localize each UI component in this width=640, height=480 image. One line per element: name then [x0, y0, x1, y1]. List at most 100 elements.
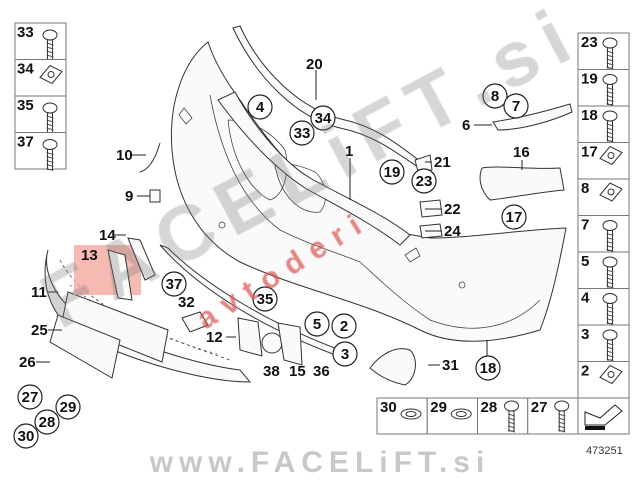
callout-label: 5 [313, 316, 321, 333]
callout-17: 17 [501, 204, 527, 230]
legend-label: 35 [17, 97, 34, 114]
callout-35: 35 [252, 286, 278, 312]
callout-14: 14 [99, 227, 116, 244]
callout-label: 35 [257, 291, 274, 308]
legend-label: 3 [581, 326, 589, 343]
callout-23: 23 [411, 168, 437, 194]
callout-label: 18 [480, 360, 497, 377]
callout-label: 34 [315, 110, 332, 127]
callout-16: 16 [513, 144, 530, 161]
callout-label: 4 [256, 99, 265, 116]
legend-item-18: 18 [577, 105, 630, 143]
legend-item-27: 27 [527, 397, 579, 435]
callout-25: 25 [31, 322, 48, 339]
callout-11: 11 [31, 284, 47, 301]
callout-label: 3 [341, 346, 349, 363]
callout-label: 2 [340, 318, 348, 335]
legend-label: 17 [581, 144, 598, 161]
callout-19: 19 [379, 159, 405, 185]
legend-item-28: 28 [477, 397, 529, 435]
cap-part-9 [149, 189, 161, 203]
callout-30: 30 [13, 423, 39, 449]
callout-18: 18 [475, 355, 501, 381]
legend-item-17: 17 [577, 142, 630, 180]
callout-label: 23 [416, 173, 433, 190]
legend-item-35: 35 [14, 95, 67, 135]
bottom-legend-panel: 30 29 28 27 [376, 397, 579, 435]
fog-lamp-part-31 [369, 348, 416, 386]
callout-4: 4 [247, 94, 273, 120]
callout-label: 30 [18, 428, 35, 445]
callout-7: 7 [503, 93, 529, 119]
legend-label: 33 [17, 24, 34, 41]
callout-label: 37 [166, 276, 183, 293]
legend-label: 4 [581, 290, 590, 307]
legend-item-3: 3 [577, 324, 630, 362]
legend-label: 23 [581, 34, 598, 51]
callout-32: 32 [178, 294, 195, 311]
callout-27: 27 [17, 384, 43, 410]
left-legend-panel: 33 34 35 37 [14, 22, 67, 171]
callout-label: 33 [294, 125, 311, 142]
legend-item-30: 30 [376, 397, 428, 435]
diagram-number: 473251 [586, 445, 623, 457]
callout-3: 3 [332, 341, 358, 367]
legend-label: 2 [581, 363, 589, 380]
legend-item-2: 2 [577, 361, 630, 399]
legend-label: 27 [531, 399, 548, 416]
legend-item-34: 34 [14, 59, 67, 97]
ring-part-38 [261, 332, 283, 354]
callout-6: 6 [462, 117, 470, 134]
callout-36: 36 [313, 363, 330, 380]
callout-10: 10 [116, 147, 133, 164]
callout-13: 13 [81, 247, 98, 264]
callout-2: 2 [331, 313, 357, 339]
wire-part-10 [139, 142, 161, 173]
callout-9: 9 [125, 188, 133, 205]
callout-26: 26 [19, 354, 36, 371]
legend-label: 28 [481, 399, 498, 416]
callout-label: 8 [491, 88, 499, 105]
callout-33: 33 [289, 120, 315, 146]
legend-item-5: 5 [577, 251, 630, 289]
legend-item-29: 29 [426, 397, 478, 435]
air-duct-part-16 [479, 166, 565, 201]
legend-label: 7 [581, 217, 589, 234]
legend-label: 18 [581, 107, 598, 124]
legend-label: 34 [17, 61, 34, 78]
legend-item-19: 19 [577, 69, 630, 107]
callout-31: 31 [442, 357, 459, 374]
callout-21: 21 [434, 154, 451, 171]
callout-label: 27 [22, 389, 39, 406]
legend-item-23: 23 [577, 32, 630, 70]
callout-label: 19 [384, 164, 401, 181]
callout-28: 28 [34, 409, 60, 435]
legend-item-33: 33 [14, 22, 67, 62]
legend-label: 29 [430, 399, 447, 416]
callout-label: 28 [39, 414, 56, 431]
callout-12: 12 [206, 329, 223, 346]
legend-label: 5 [581, 253, 589, 270]
legend-label: 37 [17, 134, 34, 151]
bracket-part-32 [181, 311, 209, 333]
callout-5: 5 [304, 311, 330, 337]
callout-20: 20 [306, 56, 323, 73]
legend-item-8: 8 [577, 178, 630, 216]
watermark-footer: www.FACELiFT.si [149, 446, 491, 479]
callout-34: 34 [310, 105, 336, 131]
callout-38: 38 [263, 363, 280, 380]
callout-1: 1 [345, 143, 353, 160]
callout-24: 24 [444, 223, 461, 240]
callout-label: 7 [512, 98, 520, 115]
callout-label: 17 [506, 209, 523, 226]
legend-item-7: 7 [577, 215, 630, 253]
right-legend-panel: 23 19 18 17 8 7 5 4 3 2 [577, 32, 630, 399]
legend-label: 8 [581, 180, 589, 197]
legend-item-4: 4 [577, 288, 630, 326]
legend-label: 19 [581, 71, 598, 88]
callout-37: 37 [161, 271, 187, 297]
callout-29: 29 [55, 394, 81, 420]
legend-label: 30 [380, 399, 397, 416]
callout-8: 8 [482, 83, 508, 109]
